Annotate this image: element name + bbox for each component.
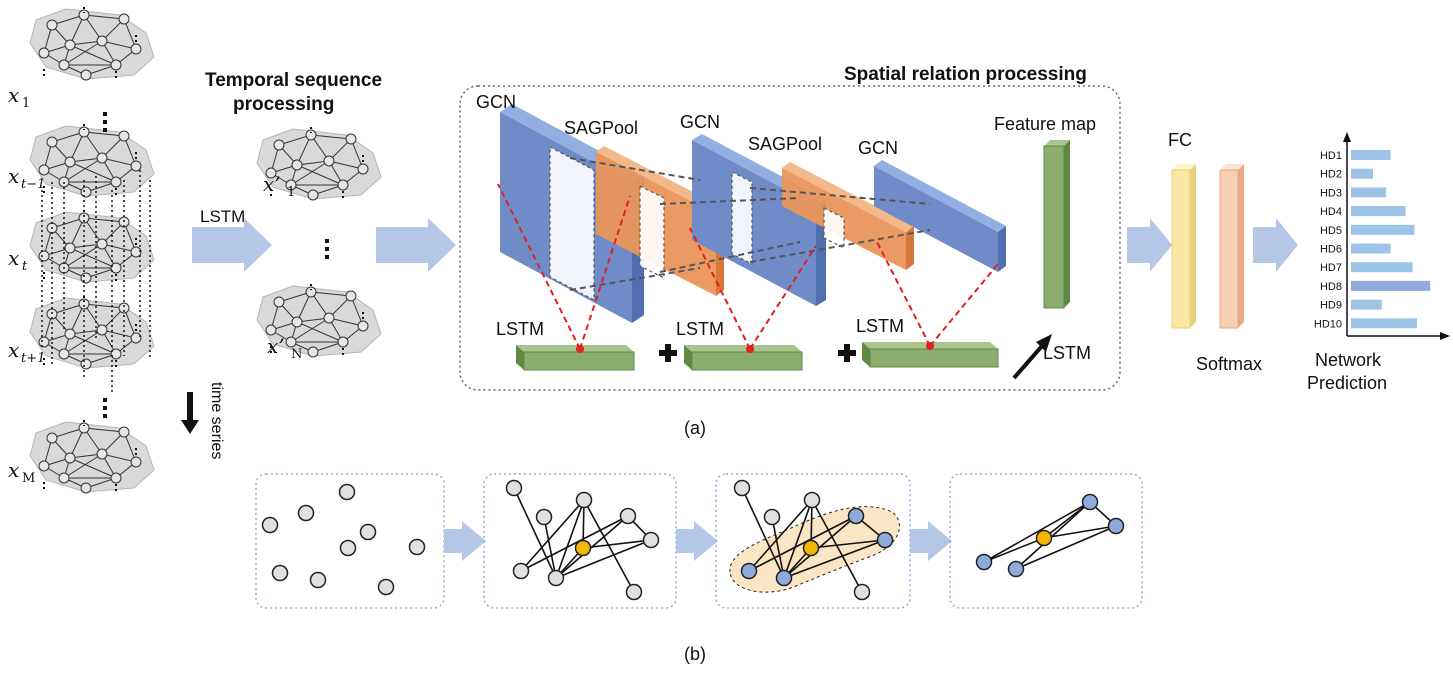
label-xprime-N: x’ N: [267, 334, 302, 362]
arrow-to-prediction: [1253, 218, 1298, 272]
panel-b4-pooled-graph: [949, 473, 1143, 609]
prediction-bar-hd1: [1351, 150, 1391, 160]
svg-text:t+1: t+1: [21, 351, 45, 366]
temporal-title-line1: Temporal sequence: [205, 70, 382, 91]
prediction-label-hd9: HD9: [1320, 300, 1342, 312]
prediction-label-hd6: HD6: [1320, 244, 1342, 256]
panel-b3-attention-selection: [715, 473, 911, 609]
chart-y-axis-arrow: [1343, 132, 1351, 142]
arrow-b1: [444, 521, 486, 561]
prediction-bar-hd8: [1351, 280, 1431, 291]
svg-text:1: 1: [22, 96, 30, 111]
lstm-temporal-label: LSTM: [200, 207, 245, 226]
temporal-title-line2: processing: [233, 94, 334, 115]
spatial-title: Spatial relation processing: [844, 64, 1087, 85]
lstm-label-2: LSTM: [676, 319, 724, 339]
svg-text:M: M: [22, 471, 35, 486]
lstm-to-feature-arrow: [1012, 334, 1052, 380]
feature-map-bar: [1043, 140, 1070, 309]
caption-b: (b): [684, 644, 706, 664]
prediction-label-hd4: HD4: [1320, 206, 1342, 218]
spatial-processing-box: [459, 85, 1121, 391]
prediction-bar-hd5: [1351, 224, 1415, 235]
network-prediction-line2: Prediction: [1307, 373, 1387, 393]
prediction-bar-hd10: [1351, 318, 1417, 329]
gcn-label-2: GCN: [680, 112, 720, 132]
panel-b2-connected-graph: [483, 473, 677, 609]
gcn-layer-3: [874, 160, 1006, 272]
gcn-label-3: GCN: [858, 138, 898, 158]
lstm-label-1: LSTM: [496, 319, 544, 339]
prediction-bar-hd2: [1351, 168, 1373, 179]
projection-lines: [569, 157, 931, 291]
arrow-b3: [910, 521, 952, 561]
prediction-label-hd8: HD8: [1320, 281, 1342, 293]
prediction-label-hd1: HD1: [1320, 150, 1342, 162]
lstm-bar-2: [684, 345, 803, 371]
arrow-b2: [676, 521, 718, 561]
arrow-to-fc: [1127, 218, 1172, 272]
prediction-bar-hd7: [1351, 262, 1413, 273]
prediction-bar-hd6: [1351, 243, 1391, 254]
sagpool-label-1: SAGPool: [564, 118, 638, 138]
svg-text:x’: x’: [263, 172, 281, 196]
time-series-label: time series: [208, 382, 225, 459]
prediction-bar-hd9: [1351, 299, 1382, 310]
prediction-label-hd5: HD5: [1320, 225, 1342, 237]
svg-text:t: t: [22, 259, 28, 274]
network-prediction-line1: Network: [1315, 350, 1382, 370]
ellipsis-vertical: [325, 239, 329, 259]
input-graph-stack: [29, 6, 155, 495]
lstm-label-4: LSTM: [1043, 343, 1091, 363]
softmax-bar: [1219, 164, 1244, 329]
svg-text:x: x: [8, 164, 19, 188]
attention-dashes: [497, 183, 999, 350]
prediction-bar-hd3: [1351, 187, 1387, 198]
svg-text:x: x: [8, 338, 19, 362]
plus-icon: [659, 344, 856, 362]
svg-text:N: N: [291, 347, 302, 362]
lstm-bar-1: [516, 345, 635, 371]
attention-points: [576, 342, 934, 353]
svg-text:t−1: t−1: [21, 177, 45, 192]
svg-text:x: x: [8, 458, 19, 482]
svg-text:1: 1: [287, 185, 295, 200]
chart-x-axis-arrow: [1440, 332, 1450, 340]
softmax-label: Softmax: [1196, 354, 1262, 374]
lstm-bar-3: [862, 342, 999, 368]
svg-text:x’: x’: [267, 334, 285, 358]
panel-b1-isolated-nodes: [255, 473, 445, 609]
prediction-label-hd10: HD10: [1314, 318, 1342, 330]
sagpool-label-2: SAGPool: [748, 134, 822, 154]
caption-a: (a): [684, 418, 706, 438]
prediction-label-hd2: HD2: [1320, 169, 1342, 181]
time-series-arrow: [181, 392, 199, 434]
arrow-to-spatial: [376, 218, 456, 272]
prediction-bar-hd4: [1351, 206, 1406, 217]
lstm-label-3: LSTM: [856, 316, 904, 336]
feature-windows: [549, 146, 845, 301]
svg-text:x: x: [8, 83, 19, 107]
svg-text:x: x: [8, 246, 19, 270]
fc-label: FC: [1168, 130, 1192, 150]
label-xprime-1: x’ 1: [263, 172, 295, 200]
fc-bar: [1171, 164, 1196, 329]
feature-map-label: Feature map: [994, 114, 1096, 134]
gcn-label-1: GCN: [476, 92, 516, 112]
prediction-label-hd7: HD7: [1320, 262, 1342, 274]
lstm-arrow-1: [192, 218, 272, 272]
prediction-label-hd3: HD3: [1320, 187, 1342, 199]
